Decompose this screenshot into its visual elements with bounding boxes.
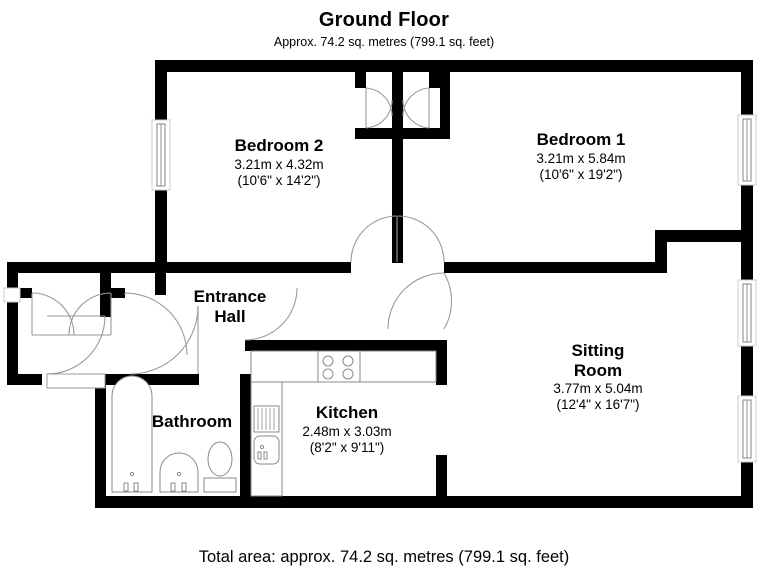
door-bathroom <box>129 305 199 375</box>
window-bedroom1-right <box>737 114 757 186</box>
room-dim-metric-bedroom-2: 3.21m x 4.32m <box>234 157 323 172</box>
wall-wardrobe-right-bottom <box>398 128 450 139</box>
toilet-icon <box>203 441 237 493</box>
door-wardrobe-left <box>365 87 393 129</box>
room-label-bathroom: Bathroom <box>152 412 232 431</box>
room-label-bedroom-2: Bedroom 2 3.21m x 4.32m (10'6" x 14'2") <box>234 136 323 188</box>
door-bedroom2 <box>350 215 398 263</box>
room-dim-metric-bedroom-1: 3.21m x 5.84m <box>536 151 625 166</box>
wall-vestibule-left-lower <box>7 300 18 385</box>
wall-hall-north-left <box>155 262 351 273</box>
door-vestibule-double-right <box>68 292 112 336</box>
door-hall-entry <box>124 292 188 356</box>
window-vestibule-left <box>3 287 21 303</box>
room-name-bathroom: Bathroom <box>152 412 232 431</box>
wall-right-bedroom1-upper <box>741 60 753 115</box>
door-front-entrance <box>46 315 106 389</box>
wall-wardrobe-left-divider <box>392 60 403 132</box>
room-name-entrance-hall-line2: Hall <box>214 307 245 326</box>
wall-kitchen-top <box>245 340 447 351</box>
bathtub-icon <box>111 375 153 493</box>
wall-vestibule-stub-right <box>111 288 125 298</box>
door-vestibule-double-left <box>31 292 75 336</box>
room-name-sitting-room-line2: Room <box>574 361 622 380</box>
windows-group <box>3 114 757 463</box>
room-name-sitting-room: Sitting <box>572 341 625 360</box>
kitchen-hob-icon <box>317 350 361 383</box>
wall-vestibule-stub-left <box>18 288 32 298</box>
wall-partition-bedrooms <box>392 136 403 263</box>
wall-left-bedroom2-lower <box>155 190 167 268</box>
room-name-kitchen: Kitchen <box>316 403 378 422</box>
window-bedroom2-left <box>151 119 171 191</box>
wall-vestibule-top <box>7 262 165 273</box>
room-dim-imperial-bedroom-1: (10'6" x 19'2") <box>539 167 622 182</box>
wall-top-exterior <box>155 60 753 72</box>
wall-kitchen-right-upper <box>436 340 447 385</box>
wall-notch-horizontal <box>655 230 753 242</box>
door-sitting-room <box>387 272 453 330</box>
room-label-sitting-room: Sitting Room 3.77m x 5.04m (12'4" x 16'7… <box>553 341 642 412</box>
room-label-kitchen: Kitchen 2.48m x 3.03m (8'2" x 9'11") <box>302 403 391 455</box>
room-dim-imperial-bedroom-2: (10'6" x 14'2") <box>237 173 320 188</box>
wall-hall-left <box>155 262 166 295</box>
room-dim-imperial-sitting-room: (12'4" x 16'7") <box>556 397 639 412</box>
wall-left-bedroom2-upper <box>155 60 167 120</box>
wall-vestibule-divider <box>100 273 111 295</box>
kitchen-sink-icon <box>253 405 280 465</box>
room-dim-metric-kitchen: 2.48m x 3.03m <box>302 424 391 439</box>
door-bedroom1 <box>397 215 445 263</box>
wall-vestibule-bottom <box>7 374 42 385</box>
wall-vestibule-left-upper <box>7 262 18 290</box>
wall-hall-north-right <box>444 262 667 273</box>
total-area-footer: Total area: approx. 74.2 sq. metres (799… <box>198 548 570 567</box>
wall-wardrobe-left-bottom <box>355 128 403 139</box>
wall-bathroom-left <box>95 374 106 508</box>
wall-right-bedroom1-lower <box>741 185 753 235</box>
wall-kitchen-right-lower <box>436 455 447 507</box>
wall-notch-vertical <box>655 230 667 272</box>
wall-right-sitting-seg2 <box>741 345 753 397</box>
room-label-entrance-hall: Entrance Hall <box>194 287 267 326</box>
room-name-bedroom-1: Bedroom 1 <box>537 130 626 149</box>
room-name-entrance-hall: Entrance <box>194 287 267 306</box>
plan-header: Ground Floor Approx. 74.2 sq. metres (79… <box>0 0 768 50</box>
window-sitting-right-lower <box>737 395 757 463</box>
wall-wardrobe-right-end <box>429 60 440 88</box>
wall-right-sitting-seg1 <box>741 235 753 280</box>
bathroom-fixtures-group <box>111 375 237 493</box>
doors-group <box>31 87 453 389</box>
page-title: Ground Floor <box>318 9 450 31</box>
door-kitchen <box>244 287 298 341</box>
wash-basin-icon <box>159 452 199 493</box>
door-wardrobe-right <box>402 87 430 129</box>
wall-vestibule-divider-lower <box>100 295 111 317</box>
page-subtitle: Approx. 74.2 sq. metres (799.1 sq. feet) <box>273 35 495 49</box>
room-labels-group: Bedroom 2 3.21m x 4.32m (10'6" x 14'2") … <box>152 130 643 455</box>
room-label-bedroom-1: Bedroom 1 3.21m x 5.84m (10'6" x 19'2") <box>536 130 625 182</box>
wall-wardrobe-left-end <box>355 60 366 88</box>
wall-bathroom-right <box>240 374 251 496</box>
walls-group <box>7 60 753 508</box>
room-dim-imperial-kitchen: (8'2" x 9'11") <box>310 440 385 455</box>
wall-bottom-exterior <box>95 496 753 508</box>
room-name-bedroom-2: Bedroom 2 <box>235 136 324 155</box>
wall-wardrobe-right-side <box>440 60 450 135</box>
window-sitting-right-upper <box>737 279 757 347</box>
room-dim-metric-sitting-room: 3.77m x 5.04m <box>553 381 642 396</box>
wall-bathroom-top <box>95 374 199 385</box>
kitchen-fixtures-group <box>250 350 437 497</box>
